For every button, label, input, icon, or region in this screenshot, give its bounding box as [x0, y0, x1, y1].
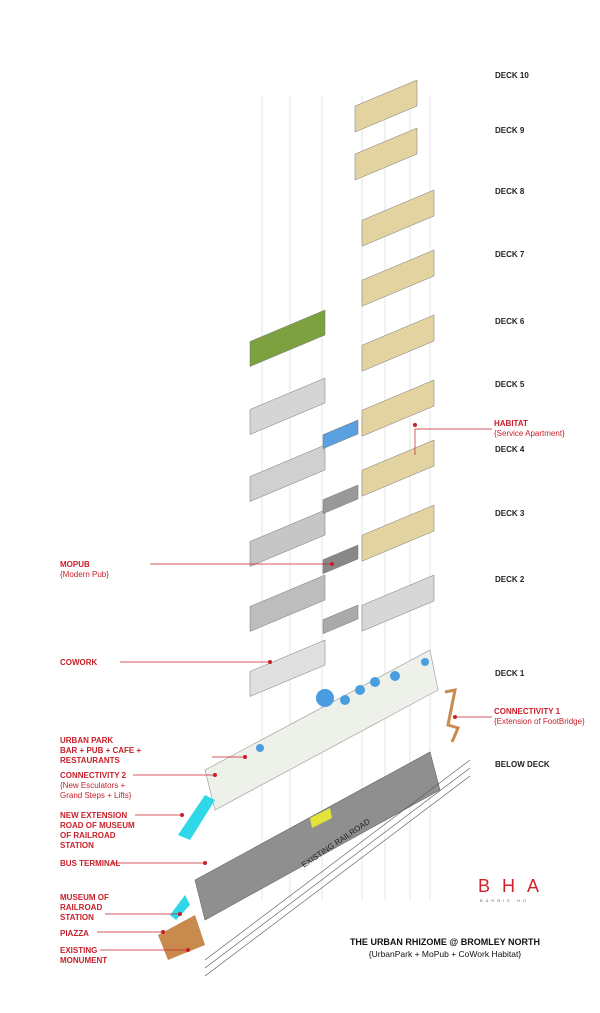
piazza-shape	[158, 915, 205, 960]
connectivity-1-title: CONNECTIVITY 1	[494, 707, 561, 716]
deck-3-label: DECK 3	[495, 509, 525, 518]
mopub-sub: {Modern Pub}	[60, 570, 109, 579]
habitat-deck-tile	[361, 314, 435, 372]
connectivity-2-sub: {New Esculators + Grand Steps + Lifts}	[60, 781, 132, 800]
pool-icon	[340, 695, 350, 705]
connectivity-1-sub: {Extension of FootBridge}	[494, 717, 585, 726]
leader-dot	[213, 773, 217, 777]
bha-logo-sub: BARRIE HO	[480, 898, 530, 903]
deck-5-label: DECK 5	[495, 380, 525, 389]
cowork-label: COWORK	[60, 658, 98, 667]
museum-shape	[170, 895, 190, 920]
leader-dot	[203, 861, 207, 865]
deck-6-label: DECK 6	[495, 317, 525, 326]
deck-7-label: DECK 7	[495, 250, 525, 259]
monument-label: EXISTING MONUMENT	[60, 946, 108, 965]
left-deck-tile	[249, 509, 326, 567]
left-deck-tile	[249, 574, 326, 632]
leader-dot	[413, 423, 417, 427]
below-deck-plate	[194, 751, 441, 921]
habitat-sub: {Service Apartment}	[494, 429, 565, 438]
mopub-tile	[322, 484, 359, 515]
pool-icon	[421, 658, 429, 666]
leader-dot	[178, 912, 182, 916]
leader-dot	[180, 813, 184, 817]
mopub-tile	[322, 419, 359, 450]
leader-dot	[330, 562, 334, 566]
leader-dot	[186, 948, 190, 952]
pool-icon	[316, 689, 334, 707]
pool-icon	[370, 677, 380, 687]
habitat-label: HABITAT{Service Apartment}	[494, 419, 565, 439]
left-deck-tile	[249, 377, 326, 435]
leader-dot	[268, 660, 272, 664]
yellow-block	[310, 808, 332, 828]
habitat-deck-tile	[361, 574, 435, 632]
habitat-deck-tile	[354, 127, 418, 181]
bha-logo: BHA	[478, 876, 552, 896]
deck-2-label: DECK 2	[495, 575, 525, 584]
pool-icon	[256, 744, 264, 752]
railroad-line	[204, 775, 471, 977]
mopub-tile	[322, 544, 359, 575]
connectivity-2-label: CONNECTIVITY 2{New Esculators + Grand St…	[60, 771, 131, 801]
habitat-deck-tile	[361, 249, 435, 307]
pool-icon	[355, 685, 365, 695]
habitat-deck-tile	[354, 79, 418, 133]
below-deck-label: BELOW DECK	[495, 760, 550, 769]
deck-1-label: DECK 1	[495, 669, 525, 678]
new-extension-label: NEW EXTENSION ROAD OF MUSEUM OF RAILROAD…	[60, 811, 135, 850]
railroad-line	[204, 759, 471, 961]
mopub-label: MOPUB{Modern Pub}	[60, 560, 109, 580]
habitat-deck-tile	[361, 439, 435, 497]
left-deck-tile	[249, 639, 326, 697]
mopub-tile	[322, 604, 359, 635]
bus-terminal-label: BUS TERMINAL	[60, 859, 121, 868]
leader-dot	[161, 930, 165, 934]
left-deck-tile	[249, 444, 326, 502]
habitat-title: HABITAT	[494, 419, 528, 428]
page-title: THE URBAN RHIZOME @ BROMLEY NORTH	[349, 937, 541, 947]
piazza-label: PIAZZA	[60, 929, 89, 938]
habitat-deck-tile	[361, 504, 435, 562]
habitat-deck-tile	[361, 189, 435, 247]
railroad-line	[204, 767, 471, 969]
deck-9-label: DECK 9	[495, 126, 525, 135]
pool-icon	[390, 671, 400, 681]
habitat-deck-tile	[361, 379, 435, 437]
connectivity-2-shape	[178, 795, 215, 840]
deck-10-label: DECK 10	[495, 71, 529, 80]
connectivity-2-title: CONNECTIVITY 2	[60, 771, 127, 780]
urban-park-label: URBAN PARK BAR + PUB + CAFE + RESTAURANT…	[60, 736, 142, 765]
page-subtitle: {UrbanPark + MoPub + CoWork Habitat}	[368, 949, 522, 959]
leader-line	[414, 428, 492, 455]
mopub-title: MOPUB	[60, 560, 90, 569]
leader-dot	[243, 755, 247, 759]
connectivity-1-label: CONNECTIVITY 1{Extension of FootBridge}	[494, 707, 585, 727]
deck-8-label: DECK 8	[495, 187, 525, 196]
deck-4-label: DECK 4	[495, 445, 525, 454]
leader-dot	[453, 715, 457, 719]
museum-label: MUSEUM OF RAILROAD STATION	[60, 893, 109, 922]
left-deck-tile	[249, 309, 326, 367]
footbridge-shape	[444, 688, 461, 743]
